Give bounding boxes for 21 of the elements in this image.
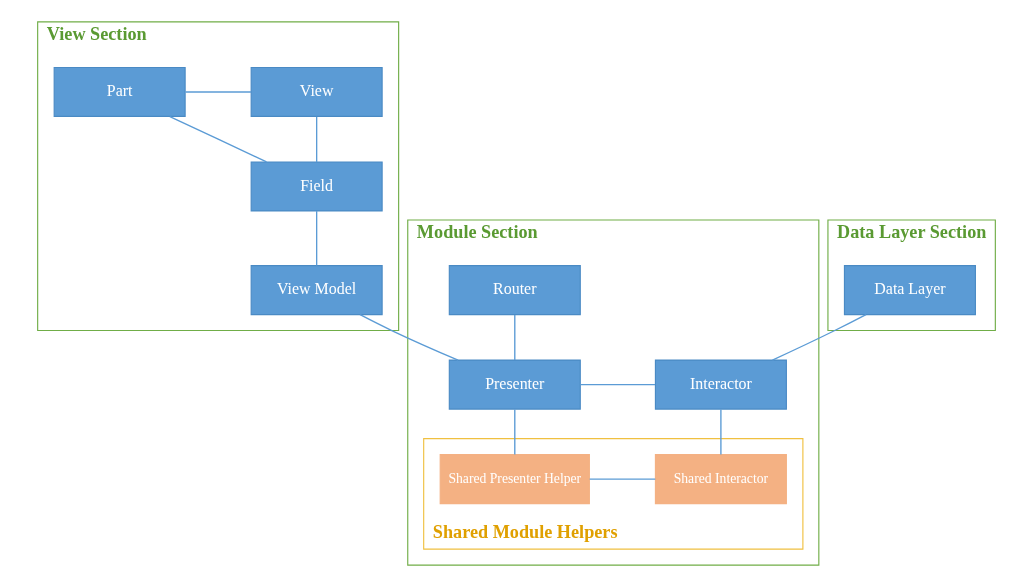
connector <box>579 383 656 386</box>
node-box: Shared Interactor <box>654 454 787 505</box>
node-box: Presenter <box>448 359 581 410</box>
connector <box>184 91 252 93</box>
node-box: Router <box>448 265 581 316</box>
node-box: View Model <box>250 265 383 316</box>
connector <box>771 313 867 361</box>
connector <box>358 313 459 361</box>
connector <box>168 115 267 163</box>
connector <box>315 116 317 163</box>
connector <box>513 314 515 361</box>
node-box: Interactor <box>654 359 787 410</box>
connector <box>513 408 515 456</box>
node-box: Field <box>250 161 383 212</box>
connector <box>315 210 317 267</box>
node-box: View <box>250 66 383 117</box>
connector <box>588 478 656 480</box>
node-box: Part <box>53 66 186 117</box>
node-box: Shared Presenter Helper <box>439 454 590 505</box>
node-box: Data Layer <box>843 265 976 316</box>
connector <box>719 408 722 456</box>
